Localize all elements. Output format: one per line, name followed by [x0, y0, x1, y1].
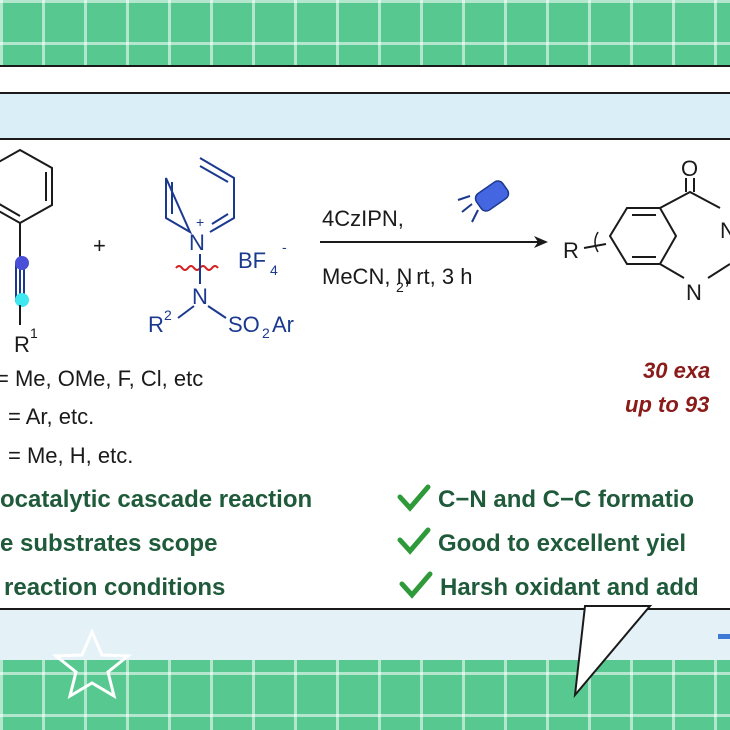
- check-icon: [399, 571, 433, 599]
- substituent-line-1: = Me, OMe, F, Cl, etc: [0, 366, 203, 391]
- product-o: O: [681, 156, 698, 181]
- conditions-temp-time: , rt, 3 h: [404, 264, 472, 289]
- pyridinium-n: N: [189, 230, 205, 255]
- n-r2-bond: [177, 305, 195, 319]
- pyridinium-ring: [165, 157, 235, 235]
- so2-sub: 2: [262, 325, 270, 341]
- r2-sup: 2: [164, 307, 172, 323]
- product-r: R: [563, 238, 579, 263]
- substituent-line-2: = Ar, etc.: [8, 404, 94, 429]
- yield-max: up to 93: [625, 392, 709, 417]
- alkyne: [15, 256, 29, 325]
- feature-left-1: ocatalytic cascade reaction: [0, 486, 313, 513]
- bf4-charge: -: [282, 239, 287, 255]
- n-so2-bond: [207, 305, 227, 319]
- yield-examples: 30 exa: [643, 358, 710, 383]
- product-structure: [583, 178, 730, 279]
- lamp-icon: [457, 180, 510, 223]
- feature-right-2: Good to excellent yiel: [438, 530, 687, 557]
- substituent-line-3: = Me, H, etc.: [8, 443, 133, 468]
- r2-label: R: [148, 312, 164, 337]
- amide-n: N: [192, 284, 208, 309]
- conditions-n2-sub: 2: [396, 279, 404, 295]
- header-band: [0, 92, 730, 140]
- plus-sign: +: [93, 233, 106, 258]
- r1-superscript: 1: [30, 325, 38, 341]
- check-icon: [397, 484, 431, 512]
- bond-cleavage-wave: [175, 265, 219, 271]
- so2-label: SO: [228, 312, 260, 337]
- check-icon: [397, 527, 431, 555]
- blue-marker: [718, 634, 730, 639]
- bf4-sub: 4: [270, 262, 278, 278]
- ar-label: Ar: [272, 312, 294, 337]
- product-n1: N: [720, 218, 730, 243]
- reactant1-ring: [0, 148, 53, 262]
- scheme-card: [0, 140, 730, 608]
- product-n2: N: [686, 280, 702, 305]
- bubble-tail: [573, 605, 653, 699]
- conditions-solvent: MeCN, N: [322, 264, 412, 289]
- positive-charge: +: [196, 214, 204, 230]
- feature-right-1: C−N and C−C formatio: [438, 486, 695, 513]
- arrow-head: [534, 236, 548, 248]
- star-icon: [51, 628, 133, 700]
- bf4-label: BF: [238, 248, 266, 273]
- r1-label: R: [14, 332, 30, 357]
- r-wave: [594, 231, 599, 253]
- feature-left-2: e substrates scope: [0, 530, 218, 557]
- conditions-catalyst: 4CzIPN,: [322, 206, 404, 231]
- feature-right-3: Harsh oxidant and add: [440, 574, 699, 601]
- feature-left-3: reaction conditions: [4, 574, 226, 601]
